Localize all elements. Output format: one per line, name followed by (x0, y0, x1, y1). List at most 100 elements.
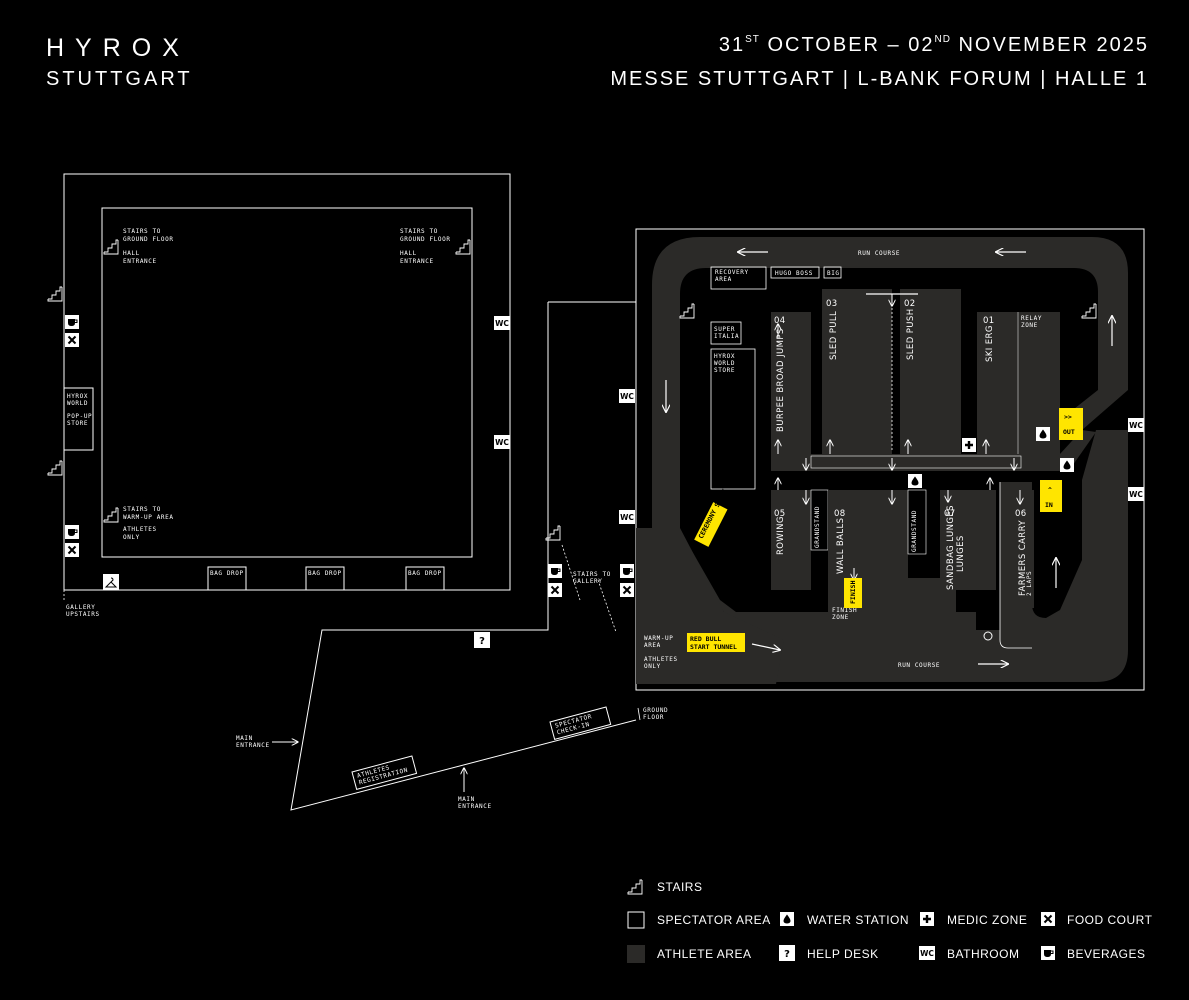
station-label[interactable]: 02 SLED PUSH (904, 299, 916, 360)
stairs-ground-label-r2: GROUND FLOOR (400, 236, 451, 243)
cup-icon[interactable] (619, 563, 635, 579)
main-entrance-bottom-2: ENTRANCE (458, 803, 492, 810)
grandstand-label: GRANDSTAND (911, 510, 918, 552)
water-station-icon[interactable] (908, 474, 922, 488)
station-label[interactable]: 01 SKI ERG (983, 316, 995, 362)
water-station-icon[interactable] (1060, 458, 1074, 472)
water-station-icon[interactable] (1036, 427, 1050, 441)
bag-drop-1 (207, 566, 247, 591)
wc-icon[interactable] (494, 435, 510, 449)
super-italia-2: ITALIA (714, 333, 739, 340)
help-desk-icon (779, 945, 795, 961)
world-store-2: WORLD (714, 360, 735, 367)
stairs-icon (103, 239, 119, 255)
super-italia-booth (710, 321, 742, 345)
fork-knife-icon[interactable] (547, 582, 563, 598)
stairs-ground-label-r1: STAIRS TO (400, 228, 438, 235)
spectator-checkin-desk[interactable] (549, 706, 612, 740)
grandstand-label: GRANDSTAND (814, 506, 821, 548)
athletes-only-label-2: ONLY (123, 534, 140, 541)
athlete-corridor (771, 454, 1060, 471)
gallery-upstairs-1: GALLERY (66, 604, 96, 611)
cup-icon[interactable] (64, 314, 80, 330)
station-label[interactable]: 06 FARMERS CARRY 2 LAPS (1015, 509, 1033, 596)
spectator-area-swatch (627, 911, 645, 929)
legend-help: HELP DESK (807, 947, 879, 961)
gallery-upstairs-2: UPSTAIRS (66, 611, 100, 618)
stairs-warmup-label-2: WARM-UP AREA (123, 514, 174, 521)
stairs-icon (1081, 303, 1097, 319)
foyer: STAIRS TO GALLERY MAIN ENTRANCE MAIN ENT… (236, 301, 668, 811)
out-arrow: >> (1064, 413, 1072, 421)
start-tunnel-2: START TUNNEL (690, 643, 737, 651)
hall-entrance-label-l1: HALL (123, 250, 140, 257)
fork-knife-icon[interactable] (619, 582, 635, 598)
station-label[interactable]: 05 ROWING (774, 509, 786, 555)
legend-food: FOOD COURT (1067, 913, 1153, 927)
ground-floor-1: GROUND (643, 707, 668, 714)
cup-icon[interactable] (547, 563, 563, 579)
world-store-1: HYROX (714, 353, 735, 360)
legend-bathroom: BATHROOM (947, 947, 1019, 961)
ceremony-stage[interactable]: CEREMONY STAGE (694, 487, 735, 547)
wc-icon[interactable] (1128, 487, 1144, 501)
stairs-icon (103, 507, 119, 523)
wc-icon[interactable] (1128, 418, 1144, 432)
hanger-icon[interactable] (103, 574, 119, 590)
left-hall-spectator-area (101, 207, 473, 558)
main-entrance-left-1: MAIN (236, 735, 253, 742)
in-arrow: ^ (1048, 486, 1052, 494)
station-06-area (1012, 490, 1034, 608)
medic-zone-icon[interactable] (960, 436, 978, 454)
athlete-area-swatch (627, 945, 645, 963)
event-dates: 31ST OCTOBER – 02ND NOVEMBER 2025 (719, 34, 1149, 57)
wc-icon[interactable] (619, 389, 635, 403)
station-number: 04 (774, 316, 786, 326)
run-course-bottom: RUN COURSE (898, 662, 940, 669)
station-label[interactable]: 07 SANDBAG LUNGES LUNGES (944, 505, 966, 590)
station-label[interactable]: 03 SLED PULL (826, 299, 839, 360)
medic-zone-icon (918, 910, 936, 928)
legend-water: WATER STATION (807, 913, 909, 927)
cup-icon[interactable] (64, 524, 80, 540)
wc-icon[interactable] (494, 316, 510, 330)
fork-knife-icon[interactable] (64, 542, 80, 558)
station-label[interactable]: 08 WALL BALLS (834, 509, 846, 574)
world-store-booth (710, 348, 756, 490)
wc-icon[interactable] (619, 510, 635, 524)
hugo-boss-label: HUGO BOSS (775, 270, 813, 277)
water-station-icon (780, 912, 794, 926)
athletes-registration-desk[interactable] (351, 755, 418, 790)
start-tunnel[interactable]: RED BULL START TUNNEL (687, 633, 745, 652)
athletes-only-label-1: ATHLETES (123, 526, 157, 533)
cup-icon (1040, 945, 1056, 961)
bag-drop-2 (305, 566, 345, 591)
warmup-label-2: AREA (644, 642, 661, 649)
fork-knife-icon[interactable] (64, 332, 80, 348)
hugo-boss-booth (770, 266, 820, 279)
legend-medic: MEDIC ZONE (947, 913, 1027, 927)
finish-marker[interactable]: FINISH (844, 578, 862, 608)
run-course-top: RUN COURSE (858, 250, 900, 257)
station-07-area (940, 490, 996, 590)
store-label-5: STORE (67, 420, 88, 427)
legend-stairs: STAIRS (657, 880, 702, 894)
ground-floor-2: FLOOR (643, 714, 664, 721)
station-number: 03 (826, 299, 838, 309)
station-number: 07 (944, 509, 956, 519)
in-marker[interactable]: ^ IN (1040, 480, 1062, 512)
help-desk-icon[interactable] (474, 632, 490, 648)
station-05-area (771, 490, 811, 590)
station-name: ROWING (776, 516, 786, 555)
stairs-icon (455, 239, 471, 255)
stairs-gallery-2: GALLERY (573, 578, 603, 585)
venue-name: MESSE STUTTGART | L-BANK FORUM | HALLE 1 (610, 68, 1149, 90)
station-name: SKI ERG (985, 325, 995, 362)
station-label[interactable]: 04 BURPEE BROAD JUMPS (774, 316, 786, 432)
hall-entrance-label-r1: HALL (400, 250, 417, 257)
main-entrance-bottom-1: MAIN (458, 796, 475, 803)
station-number: 01 (983, 316, 995, 326)
out-marker[interactable]: >> OUT (1059, 408, 1083, 440)
bag-drop-label: BAG DROP (408, 570, 442, 577)
